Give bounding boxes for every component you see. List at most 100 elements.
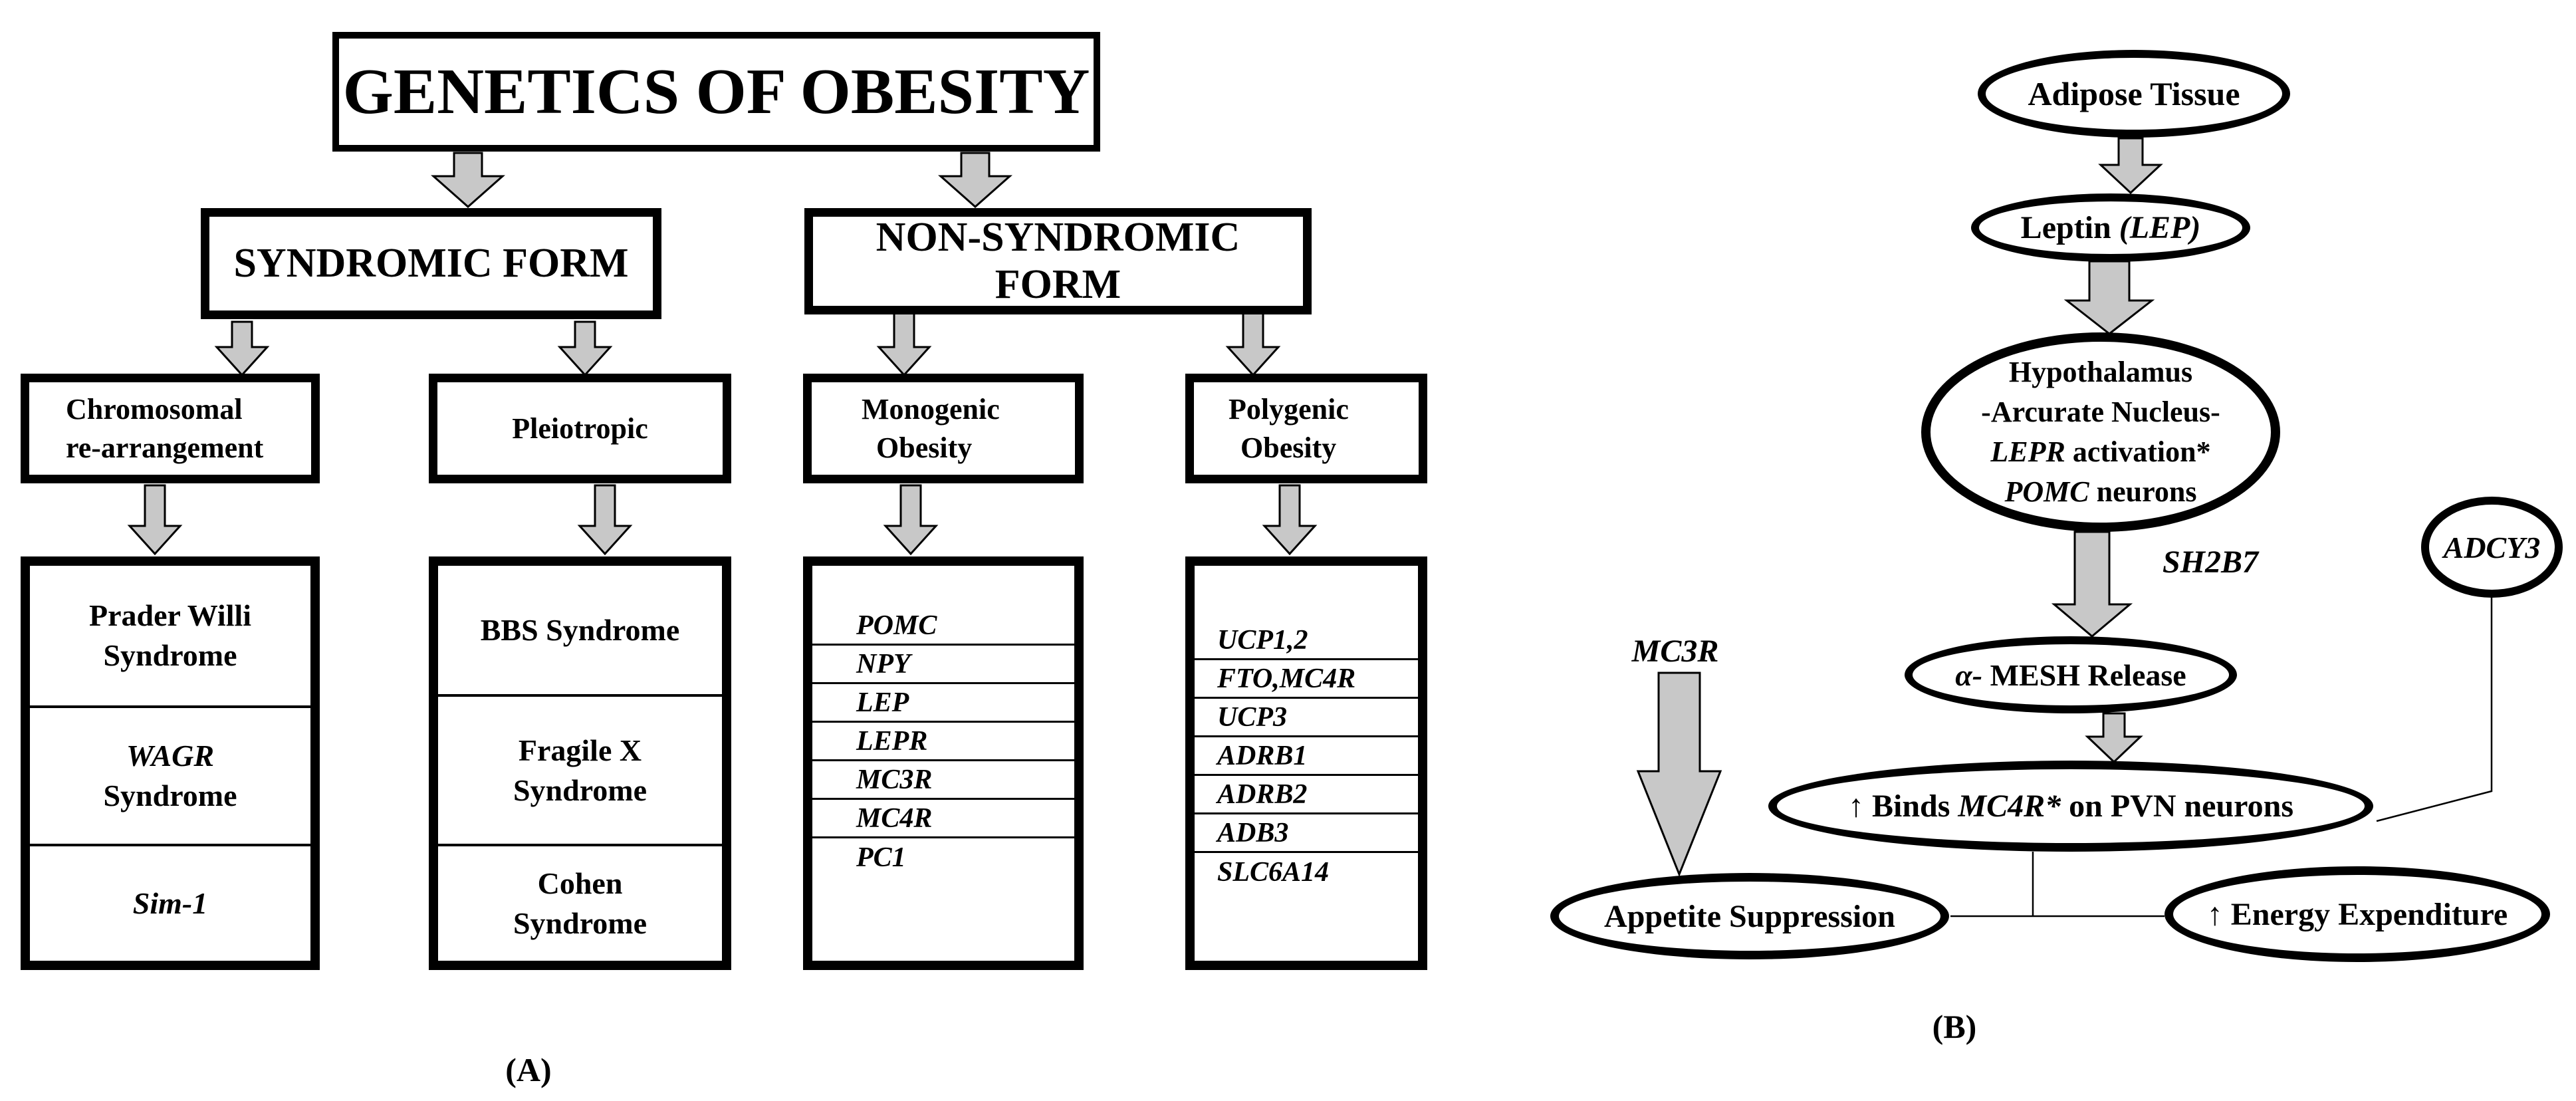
arrow-nonsyndromic-to-polygenic-icon [1225,311,1281,377]
gene-row: MC4R [812,800,1074,838]
gene-row: SLC6A14 [1195,853,1418,892]
gene-lep: LEP [856,687,909,718]
gene-mc3r: MC3R [856,764,933,795]
gene-row: ADB3 [1195,814,1418,853]
binds-suffix: on PVN neurons [2061,789,2293,824]
pleiotropic-label: Pleiotropic [512,412,648,445]
gene-row: NPY [812,646,1074,684]
adcy3-ellipse: ADCY3 [2421,497,2563,598]
adipose-tissue-label: Adipose Tissue [2028,75,2240,112]
leptin-text: Leptin [2020,210,2119,245]
list-item-wagr: WAGR Syndrome [30,705,310,844]
leptin-label: Leptin (LEP) [2021,209,2201,246]
gene-npy: NPY [856,648,911,679]
mesh-rest: MESH Release [1982,658,2186,692]
arrow-chromosomal-to-list-icon [127,484,183,556]
gene-row: UCP1,2 [1195,622,1418,660]
monogenic-obesity-box: Monogenic Obesity [803,374,1084,483]
leptin-gene: (LEP) [2119,210,2201,245]
wagr-gene: WAGR [126,739,215,773]
adipose-tissue-ellipse: Adipose Tissue [1978,50,2290,138]
adcy3-label: ADCY3 [2443,530,2541,564]
pleiotropic-box: Pleiotropic [429,374,731,483]
chromosomal-syndromes-list: Prader Willi Syndrome WAGR Syndrome Sim-… [21,556,320,970]
chromosomal-rearrangement-box: Chromosomal re-arrangement [21,374,320,483]
arrow-syndromic-to-chromosomal-icon [214,320,270,377]
leptin-ellipse: Leptin (LEP) [1971,193,2250,262]
lepr-rest: activation* [2065,435,2211,468]
binds-mc4r-label: ↑ Binds MC4R* on PVN neurons [1848,788,2293,824]
hypothalamus-ellipse: Hypothalamus -Arcurate Nucleus- LEPR act… [1921,332,2280,532]
arrow-leptin-to-hypothalamus-icon [2063,260,2155,335]
sim1-gene: Sim-1 [132,886,208,920]
line-adcy3-to-binds [2376,596,2493,822]
gene-mc4r: MC4R [856,802,933,834]
hypothalamus-line4: POMC neurons [2005,472,2197,512]
syndromic-form-label: SYNDROMIC FORM [233,241,629,286]
gene-row: MC3R [812,761,1074,800]
wagr-line2: Syndrome [103,779,237,812]
arrow-syndromic-to-pleiotropic-icon [557,320,613,377]
prader-willi-line2: Syndrome [103,638,237,672]
gene-adrb1: ADRB1 [1217,740,1308,771]
gene-row: LEPR [812,723,1074,761]
prader-willi-line1: Prader Willi [88,598,252,632]
chromosomal-label-line2: re-arrangement [66,431,264,464]
gene-fto-mc4r: FTO,MC4R [1217,663,1356,694]
gene-ucp3: UCP3 [1217,701,1287,733]
lepr-gene: LEPR [1990,435,2065,468]
diagram-title: GENETICS OF OBESITY [342,56,1090,128]
arrow-mc3r-to-appetite-icon [1636,672,1722,878]
mesh-release-ellipse: α- MESH Release [1905,636,2237,713]
gene-slc6a14: SLC6A14 [1217,857,1330,888]
hypothalamus-line1: Hypothalamus [2008,356,2193,388]
hypothalamus-line3: LEPR activation* [1990,432,2210,472]
gene-pc1: PC1 [856,842,906,873]
gene-adrb2: ADRB2 [1217,779,1308,810]
polygenic-label-line1: Polygenic [1229,392,1349,426]
energy-expenditure-ellipse: ↑ Energy Expenditure [2165,866,2550,962]
arrow-hypothalamus-to-mesh-icon [2051,531,2133,638]
binds-mc4r-ellipse: ↑ Binds MC4R* on PVN neurons [1768,761,2373,852]
energy-expenditure-label: ↑ Energy Expenditure [2206,896,2508,932]
pleiotropic-syndromes-list: BBS Syndrome Fragile X Syndrome Cohen Sy… [429,556,731,970]
non-syndromic-form-box: NON-SYNDROMIC FORM [804,208,1312,314]
arrow-pleiotropic-to-list-icon [577,484,633,556]
arrow-adipose-to-leptin-icon [2098,137,2163,195]
arrow-title-to-nonsyndromic-icon [938,152,1012,209]
arrow-polygenic-to-list-icon [1262,484,1318,556]
gene-row: ADRB2 [1195,776,1418,814]
arrow-mesh-to-binds-icon [2085,712,2143,764]
pomc-rest: neurons [2089,475,2197,508]
appetite-suppression-label: Appetite Suppression [1604,898,1895,934]
panel-b-label: (B) [1932,1008,1977,1045]
cohen-line1: Cohen [537,866,623,900]
sh2b7-label: SH2B7 [2162,545,2259,580]
mc3r-label: MC3R [1631,634,1719,669]
bbs-label: BBS Syndrome [480,612,680,647]
mc4r-gene: MC4R* [1958,789,2061,824]
gene-row: LEP [812,684,1074,723]
hypothalamus-line2: -Arcurate Nucleus- [1981,396,2220,428]
mesh-release-label: α- MESH Release [1955,658,2186,693]
fragile-x-line2: Syndrome [513,773,647,807]
list-item-bbs: BBS Syndrome [438,566,722,694]
appetite-suppression-ellipse: Appetite Suppression [1550,873,1949,959]
monogenic-label-line2: Obesity [876,431,973,464]
gene-pomc: POMC [856,610,937,641]
list-item-prader-willi: Prader Willi Syndrome [30,566,310,705]
alpha-symbol: α- [1955,658,1983,692]
list-item-fragile-x: Fragile X Syndrome [438,694,722,844]
arrow-monogenic-to-list-icon [883,484,939,556]
polygenic-obesity-box: Polygenic Obesity [1185,374,1427,483]
fragile-x-line1: Fragile X [518,733,642,767]
gene-ucp12: UCP1,2 [1217,624,1308,656]
panel-a-label: (A) [505,1051,552,1088]
gene-adb3: ADB3 [1217,817,1289,848]
polygenic-genes-list: UCP1,2 FTO,MC4R UCP3 ADRB1 ADRB2 ADB3 SL… [1185,556,1427,970]
gene-lepr: LEPR [856,725,928,757]
list-item-cohen: Cohen Syndrome [438,844,722,961]
gene-row: POMC [812,607,1074,646]
non-syndromic-form-label: NON-SYNDROMIC FORM [876,215,1240,307]
